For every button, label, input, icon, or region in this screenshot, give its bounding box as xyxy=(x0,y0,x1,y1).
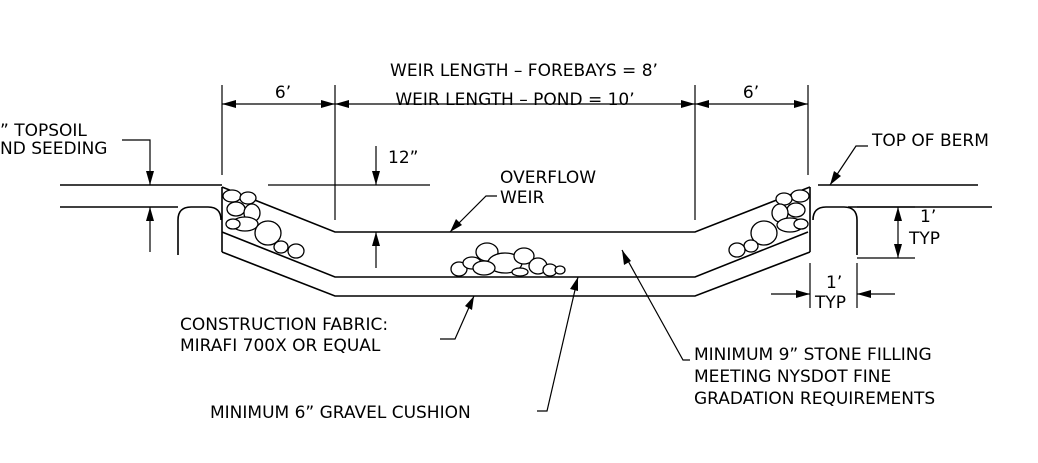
gravel-label: MINIMUM 6” GRAVEL CUSHION xyxy=(210,403,471,423)
typ-horizontal-value: 1’ xyxy=(826,273,842,293)
top-of-berm-leader xyxy=(829,145,868,186)
typ-horizontal-dimension xyxy=(771,263,895,308)
channel-section xyxy=(221,186,811,297)
topsoil-label-line1: ” TOPSOIL xyxy=(0,121,87,141)
top-dimensions xyxy=(221,85,809,220)
typ-horizontal-note: TYP xyxy=(814,293,846,313)
right-offset-label: 6’ xyxy=(743,83,759,103)
berm-end-caps xyxy=(177,206,858,255)
overflow-label-line2: WEIR xyxy=(500,188,545,208)
topsoil-leader xyxy=(122,139,154,252)
weir-length-forebays-label: WEIR LENGTH – FOREBAYS = 8’ xyxy=(390,61,658,81)
stone-leader xyxy=(621,249,690,361)
depth-label: 12” xyxy=(388,148,418,168)
stone-label-line2: MEETING NYSDOT FINE xyxy=(694,367,891,387)
gravel-leader xyxy=(537,276,579,412)
stone-label-line1: MINIMUM 9” STONE FILLING xyxy=(694,345,932,365)
topsoil-label-line2: ND SEEDING xyxy=(0,139,107,159)
riprap-stones-right xyxy=(728,189,810,258)
overflow-label-line1: OVERFLOW xyxy=(500,168,596,188)
riprap-stones-left xyxy=(222,189,305,259)
top-of-berm-label: TOP OF BERM xyxy=(871,131,989,151)
left-offset-label: 6’ xyxy=(275,83,291,103)
fabric-leader xyxy=(440,295,475,340)
weir-length-pond-label: WEIR LENGTH – POND = 10’ xyxy=(395,90,634,110)
depth-dimension xyxy=(268,146,430,268)
typ-vertical-note: TYP xyxy=(908,229,940,249)
fabric-label-line2: MIRAFI 700X OR EQUAL xyxy=(180,336,381,356)
riprap-stones-center xyxy=(450,242,566,277)
typ-vertical-value: 1’ xyxy=(920,207,936,227)
typ-vertical-dimension xyxy=(857,206,915,259)
fabric-label-line1: CONSTRUCTION FABRIC: xyxy=(180,315,388,335)
stone-label-line3: GRADATION REQUIREMENTS xyxy=(694,389,935,409)
overflow-weir-leader xyxy=(449,195,497,233)
